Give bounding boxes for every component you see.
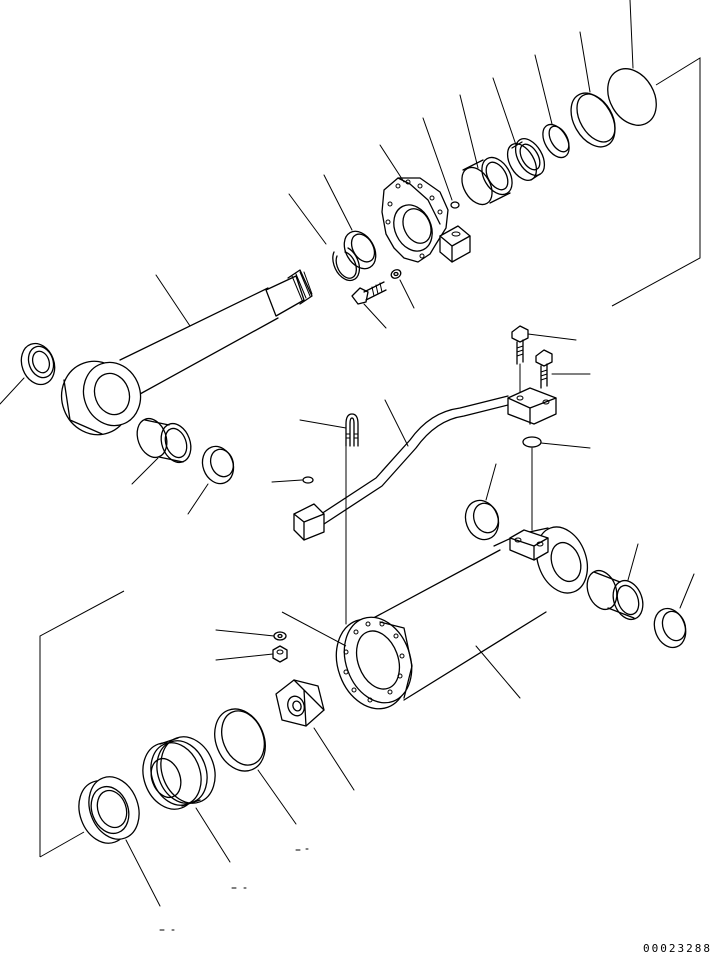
bushing-head[interactable] bbox=[456, 94, 519, 210]
snap-ring[interactable] bbox=[288, 193, 360, 282]
piston-rod[interactable] bbox=[51, 269, 313, 444]
head-washer[interactable] bbox=[390, 268, 415, 309]
frame-line-bottom bbox=[39, 831, 85, 858]
head-bolt[interactable] bbox=[351, 281, 387, 329]
rod-dust-seal[interactable] bbox=[0, 339, 60, 405]
wear-ring[interactable] bbox=[206, 701, 297, 825]
piston[interactable] bbox=[134, 729, 231, 863]
o-ring-large[interactable] bbox=[598, 0, 666, 134]
u-bolt-clamp[interactable] bbox=[299, 413, 359, 625]
retainer-ring[interactable] bbox=[323, 174, 382, 274]
flange-bolt-1[interactable] bbox=[511, 325, 577, 393]
cylinder-head[interactable] bbox=[379, 144, 471, 263]
frame-lines bbox=[39, 57, 701, 857]
piston-seal[interactable] bbox=[71, 770, 161, 907]
cylinder-tube[interactable] bbox=[324, 520, 596, 719]
flange-nut[interactable] bbox=[215, 645, 288, 663]
drawing-id-number: 00023288 bbox=[643, 942, 712, 955]
piston-nut[interactable] bbox=[275, 679, 355, 791]
flange-washer[interactable] bbox=[215, 629, 287, 641]
flange-o-ring[interactable] bbox=[522, 436, 591, 531]
rod-packing[interactable] bbox=[492, 77, 550, 185]
rod-eye-seal[interactable] bbox=[187, 442, 239, 515]
stray-marks bbox=[159, 848, 309, 931]
cylinder-dust-seal[interactable] bbox=[460, 463, 504, 544]
backup-ring[interactable] bbox=[562, 31, 624, 155]
bottom-bushing[interactable] bbox=[582, 543, 648, 624]
flange-lead-bracket bbox=[281, 611, 347, 647]
flange-bolt-2[interactable] bbox=[535, 349, 591, 389]
rod-eye-bushing[interactable] bbox=[131, 414, 196, 485]
bottom-seal[interactable] bbox=[649, 573, 695, 652]
pipe-o-ring-left[interactable] bbox=[271, 476, 314, 484]
small-o-ring[interactable] bbox=[422, 117, 460, 209]
hydraulic-pipe[interactable] bbox=[293, 387, 557, 541]
dust-seal[interactable] bbox=[534, 54, 575, 162]
